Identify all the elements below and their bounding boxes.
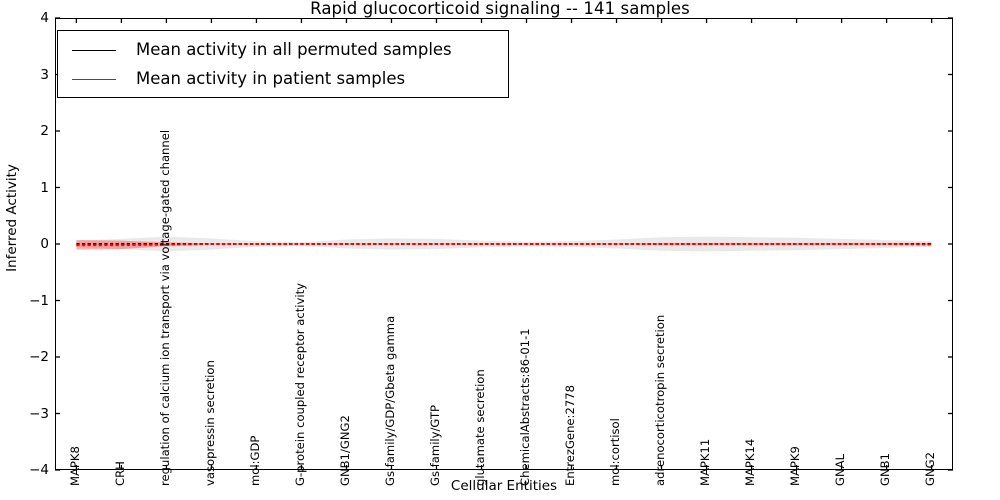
legend-line-swatch-red bbox=[72, 79, 116, 80]
y-tick-label: 2 bbox=[40, 123, 49, 139]
x-tick-label: GNB1 bbox=[878, 453, 893, 486]
x-tick-label: G-protein coupled receptor activity bbox=[292, 283, 307, 486]
legend-label-patient: Mean activity in patient samples bbox=[136, 69, 406, 89]
x-tick-label: GNG2 bbox=[923, 451, 938, 486]
x-tick-label: ChemicalAbstracts:86-01-1 bbox=[518, 328, 532, 486]
x-tick-label: MAPK8 bbox=[67, 446, 82, 486]
x-tick-label: MAPK11 bbox=[698, 438, 713, 486]
legend-item-patient: Mean activity in patient samples bbox=[58, 65, 508, 94]
x-tick-label: GNB1/GNG2 bbox=[337, 415, 352, 486]
y-tick-label: 0 bbox=[40, 236, 49, 252]
legend-label-permuted: Mean activity in all permuted samples bbox=[136, 40, 452, 60]
y-tick-label: 1 bbox=[40, 179, 49, 196]
page-title: Rapid glucocorticoid signaling -- 141 sa… bbox=[310, 0, 690, 18]
x-tick-label: GNAL bbox=[833, 453, 848, 486]
y-tick-label: 3 bbox=[40, 66, 49, 83]
x-tick-label: CRH bbox=[112, 461, 127, 486]
x-tick-label: adrenocorticotropin secretion bbox=[653, 314, 668, 486]
x-tick-label: MAPK14 bbox=[743, 438, 758, 486]
y-tick-label: −2 bbox=[29, 349, 49, 365]
x-axis-label: Cellular Entities bbox=[450, 478, 558, 494]
x-tick-label: glutamate secretion bbox=[472, 369, 487, 486]
x-tick-label: EntrezGene:2778 bbox=[563, 385, 578, 486]
x-tick-label: vasopressin secretion bbox=[202, 360, 217, 486]
x-tick-label: regulation of calcium ion transport via … bbox=[157, 129, 172, 486]
y-tick-label: −1 bbox=[29, 292, 49, 309]
x-tick-label: Gs family/GTP bbox=[427, 404, 442, 486]
y-tick-label: −4 bbox=[29, 462, 49, 478]
x-tick-label: mol:GDP bbox=[247, 435, 262, 486]
x-tick-label: MAPK9 bbox=[788, 446, 803, 486]
x-tick-label: Gs family/GDP/Gbeta gamma bbox=[382, 315, 397, 486]
y-tick-label: −3 bbox=[29, 405, 49, 422]
legend-line-swatch-black bbox=[72, 50, 116, 51]
legend-item-permuted: Mean activity in all permuted samples bbox=[58, 36, 508, 65]
y-tick-label: 4 bbox=[40, 10, 49, 26]
chart-legend: Mean activity in all permuted samples Me… bbox=[57, 30, 509, 98]
x-tick-label: mol:cortisol bbox=[608, 418, 623, 486]
